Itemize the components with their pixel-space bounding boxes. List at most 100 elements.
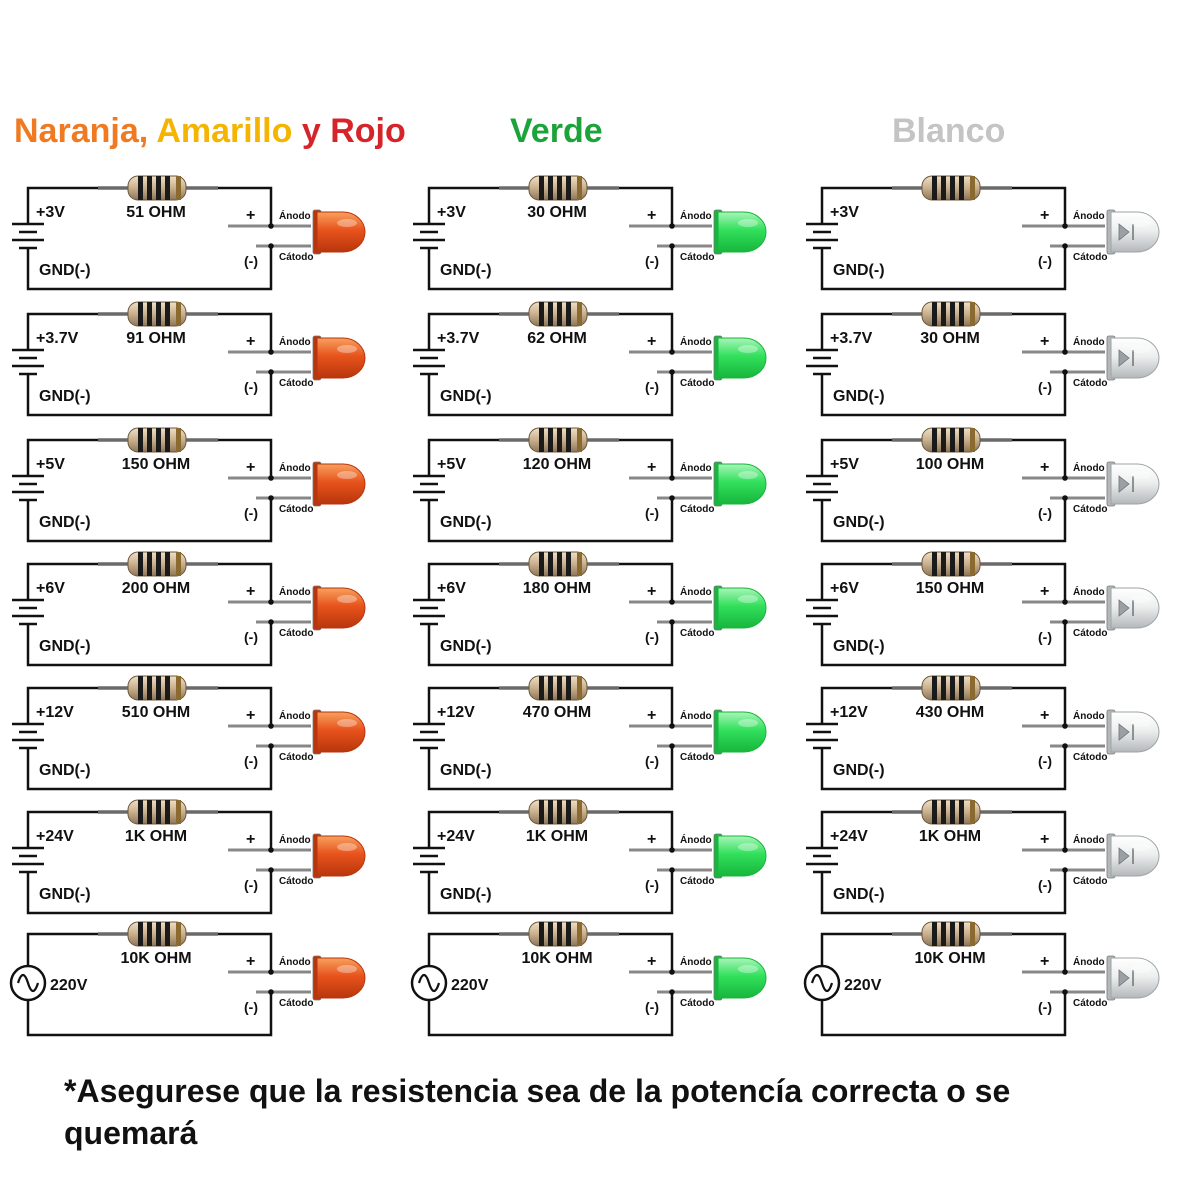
anode-label: Ánodo	[680, 461, 712, 474]
resistor-value: 10K OHM	[120, 950, 191, 967]
bottom-wire	[427, 372, 674, 417]
voltage-label: +24V	[36, 828, 74, 845]
voltage-label: +5V	[830, 456, 859, 473]
ac-source-icon	[803, 958, 841, 1002]
junction-dot	[669, 723, 675, 729]
voltage-label: 220V	[844, 977, 882, 994]
anode-label: Ánodo	[279, 209, 311, 222]
cathode-label: Cátodo	[1073, 752, 1107, 763]
gnd-label: GND(-)	[833, 886, 885, 903]
anode-label: Ánodo	[680, 955, 712, 968]
bottom-wire	[26, 870, 273, 915]
cathode-label: Cátodo	[680, 876, 714, 887]
plus-label: +	[1040, 583, 1049, 600]
header-red-part: Amarillo	[156, 112, 302, 150]
cathode-label: Cátodo	[680, 628, 714, 639]
minus-label: (-)	[645, 505, 659, 521]
junction-dot	[669, 495, 675, 501]
gnd-label: GND(-)	[39, 762, 91, 779]
resistor-icon	[499, 921, 619, 947]
gnd-label: GND(-)	[833, 514, 885, 531]
bottom-wire	[820, 746, 1067, 791]
resistor-value: 1K OHM	[526, 828, 588, 845]
battery-icon	[12, 836, 44, 878]
junction-dot	[268, 223, 274, 229]
battery-icon	[806, 338, 838, 380]
led-green-icon	[713, 585, 767, 631]
resistor-icon	[892, 175, 1012, 201]
junction-dot	[268, 495, 274, 501]
resistor-icon	[98, 427, 218, 453]
junction-dot	[1062, 723, 1068, 729]
bottom-wire	[427, 622, 674, 667]
anode-label: Ánodo	[1073, 833, 1105, 846]
anode-label: Ánodo	[279, 833, 311, 846]
battery-icon	[12, 712, 44, 754]
cathode-label: Cátodo	[1073, 504, 1107, 515]
junction-dot	[669, 349, 675, 355]
voltage-label: +3V	[437, 204, 466, 221]
plus-label: +	[1040, 707, 1049, 724]
junction-dot	[669, 599, 675, 605]
bottom-wire	[820, 622, 1067, 667]
cathode-label: Cátodo	[680, 752, 714, 763]
junction-dot	[669, 619, 675, 625]
led-red-icon	[312, 709, 366, 755]
minus-label: (-)	[1038, 379, 1052, 395]
led-white-icon	[1106, 585, 1160, 631]
minus-label: (-)	[1038, 505, 1052, 521]
voltage-label: +3V	[36, 204, 65, 221]
junction-dot	[1062, 369, 1068, 375]
plus-label: +	[1040, 953, 1049, 970]
junction-dot	[1062, 619, 1068, 625]
bottom-wire	[820, 372, 1067, 417]
battery-icon	[413, 588, 445, 630]
led-red-icon	[312, 585, 366, 631]
plus-label: +	[246, 831, 255, 848]
cathode-label: Cátodo	[1073, 628, 1107, 639]
bottom-wire	[820, 246, 1067, 291]
bottom-wire	[427, 870, 674, 915]
minus-label: (-)	[244, 753, 258, 769]
junction-dot	[268, 743, 274, 749]
plus-label: +	[1040, 831, 1049, 848]
resistor-value: 100 OHM	[916, 456, 984, 473]
resistor-icon	[98, 551, 218, 577]
plus-label: +	[647, 459, 656, 476]
led-green-icon	[713, 209, 767, 255]
bottom-wire	[427, 246, 674, 291]
led-red-icon	[312, 461, 366, 507]
bottom-wire	[820, 870, 1067, 915]
minus-label: (-)	[244, 379, 258, 395]
plus-label: +	[1040, 459, 1049, 476]
bottom-wire	[26, 992, 273, 1037]
junction-dot	[1062, 847, 1068, 853]
minus-label: (-)	[645, 877, 659, 893]
gnd-label: GND(-)	[39, 638, 91, 655]
led-green-icon	[713, 955, 767, 1001]
led-red-icon	[312, 955, 366, 1001]
resistor-value: 30 OHM	[527, 204, 587, 221]
voltage-label: +6V	[830, 580, 859, 597]
cathode-label: Cátodo	[279, 752, 313, 763]
junction-dot	[669, 867, 675, 873]
led-red-icon	[312, 833, 366, 879]
battery-icon	[806, 464, 838, 506]
voltage-label: 220V	[451, 977, 489, 994]
junction-dot	[1062, 867, 1068, 873]
minus-label: (-)	[244, 629, 258, 645]
resistor-icon	[98, 675, 218, 701]
voltage-label: +24V	[830, 828, 868, 845]
anode-label: Ánodo	[1073, 955, 1105, 968]
bottom-wire	[820, 498, 1067, 543]
battery-icon	[413, 212, 445, 254]
voltage-label: +5V	[36, 456, 65, 473]
bottom-wire	[26, 246, 273, 291]
minus-label: (-)	[244, 999, 258, 1015]
